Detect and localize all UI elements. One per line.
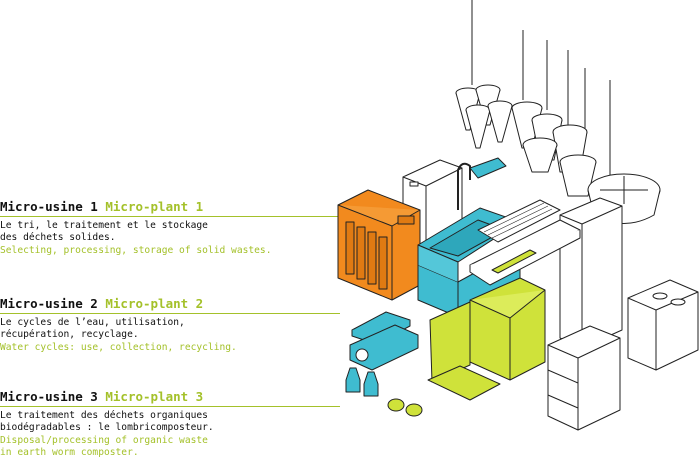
description-french: Le tri, le traitement et le stockage des… — [0, 220, 208, 244]
description-english: Selecting, processing, storage of solid … — [0, 244, 272, 256]
faucet — [457, 157, 507, 210]
compost-unit-lime — [387, 277, 546, 417]
leader-line — [0, 313, 340, 314]
title-english: Micro-plant 1 — [105, 199, 204, 214]
title-french: Micro-usine 3 — [0, 389, 98, 404]
section-micro-plant-1: Micro-usine 1 Micro-plant 1 Le tri, le t… — [0, 199, 340, 257]
leader-line — [0, 216, 340, 217]
stove-cabinet — [627, 279, 699, 371]
cyan-shelf — [349, 311, 419, 371]
description-english: Disposal/processing of organic waste in … — [0, 434, 208, 459]
counter-top — [469, 199, 581, 286]
description-english: Water cycles: use, collection, recycling… — [0, 341, 237, 353]
section-micro-plant-2: Micro-usine 2 Micro-plant 2 Le cycles de… — [0, 296, 340, 354]
water-bottles — [345, 367, 379, 397]
section-title: Micro-usine 3 Micro-plant 3 — [0, 389, 340, 405]
title-french: Micro-usine 1 — [0, 199, 98, 214]
description-french: Le traitement des déchets organiques bio… — [0, 410, 214, 434]
sorting-unit-orange — [337, 189, 421, 301]
section-title: Micro-usine 2 Micro-plant 2 — [0, 296, 340, 312]
description-french: Le cycles de l’eau, utilisation, récupér… — [0, 317, 185, 341]
leader-line — [0, 406, 340, 407]
tall-storage-column — [559, 197, 623, 349]
planter-cones — [455, 84, 597, 197]
isometric-illustration — [337, 0, 699, 431]
title-french: Micro-usine 2 — [0, 296, 98, 311]
title-english: Micro-plant 2 — [105, 296, 204, 311]
section-title: Micro-usine 1 Micro-plant 1 — [0, 199, 340, 215]
title-english: Micro-plant 3 — [105, 389, 204, 404]
section-micro-plant-3: Micro-usine 3 Micro-plant 3 Le traitemen… — [0, 389, 340, 460]
drawer-cabinet — [547, 325, 621, 431]
planter-poles — [471, 0, 611, 175]
